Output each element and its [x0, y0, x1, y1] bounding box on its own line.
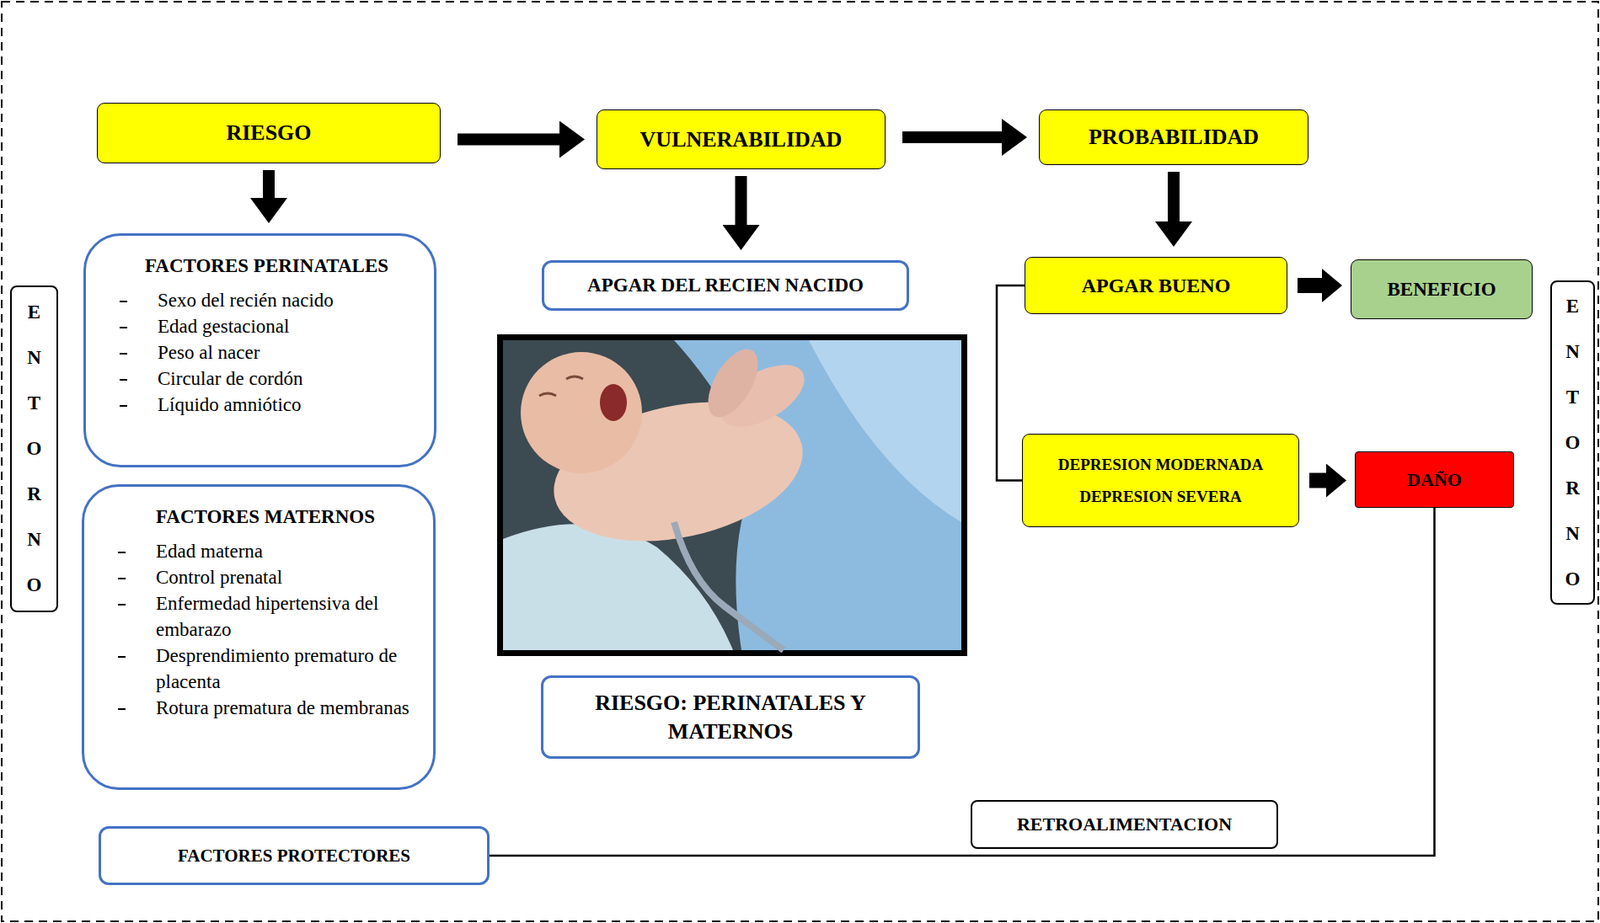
- node-text: ENTORNO: [24, 289, 44, 609]
- node-text: RETROALIMENTACION: [1016, 813, 1232, 836]
- node-text: DEPRESION SEVERA: [1079, 487, 1242, 507]
- block-arrow: [735, 176, 748, 225]
- baby-head: [520, 352, 643, 474]
- node-text: DEPRESION MODERNADA: [1058, 455, 1263, 475]
- caption-box: APGAR DEL RECIEN NACIDO: [541, 260, 910, 311]
- photo-background: [503, 340, 962, 651]
- list-item: Rotura prematura de membranas: [109, 695, 422, 722]
- node-text: ENTORNO: [1562, 283, 1583, 603]
- feedback-box: RETROALIMENTACION: [970, 800, 1279, 850]
- list-item: Circular de cordón: [111, 365, 423, 392]
- list-item: Líquido amniótico: [111, 391, 423, 418]
- block-arrow: [1309, 473, 1327, 489]
- block-arrow: [1297, 278, 1322, 294]
- connector-line: [489, 508, 1435, 857]
- caption-box: RIESGO: PERINATALES Y MATERNOS: [540, 675, 921, 760]
- list-item: Desprendimiento prematuro de placenta: [109, 642, 422, 696]
- list-item: Peso al nacer: [111, 339, 423, 366]
- factor-list-box: FACTORES PERINATALES Sexo del recién naci…: [83, 233, 437, 468]
- node-text: DAÑO: [1407, 469, 1462, 492]
- outcome-box: DEPRESION MODERNADA DEPRESION SEVERA: [1022, 433, 1300, 528]
- environment-box: ENTORNO: [10, 285, 59, 613]
- node-text: FACTORES PROTECTORES: [177, 845, 411, 868]
- stage-box: RIESGO: [96, 102, 441, 164]
- block-arrow: [1167, 171, 1180, 222]
- outcome-box: APGAR BUENO: [1024, 256, 1288, 315]
- factor-list-box: FACTORES MATERNOS Edad maternaControl pre…: [81, 484, 436, 791]
- node-text: APGAR BUENO: [1081, 274, 1231, 298]
- newborn-photo: [497, 334, 968, 657]
- list-item: Edad gestacional: [111, 313, 423, 340]
- photo-frame: [497, 334, 968, 657]
- node-text: BENEFICIO: [1386, 278, 1496, 301]
- list-item: Sexo del recién nacido: [111, 287, 423, 314]
- gloved-hand: [503, 524, 734, 651]
- block-arrow: [902, 131, 1002, 144]
- list-item: Control prenatal: [109, 564, 422, 591]
- node-text: RIESGO: [225, 120, 311, 146]
- node-text: RIESGO: PERINATALES Y MATERNOS: [555, 689, 906, 746]
- connector-line: [996, 285, 1025, 482]
- node-text: VULNERABILIDAD: [640, 127, 843, 153]
- list-heading: FACTORES PERINATALES: [111, 252, 423, 279]
- benefit-box: BENEFICIO: [1350, 259, 1533, 320]
- drape-fold: [808, 340, 962, 523]
- node-text: PROBABILIDAD: [1088, 124, 1259, 150]
- protective-box: FACTORES PROTECTORES: [98, 826, 490, 886]
- baby-eyes: [539, 376, 584, 396]
- node-text: APGAR DEL RECIEN NACIDO: [587, 272, 864, 298]
- list-item: Edad materna: [109, 538, 422, 565]
- stage-box: VULNERABILIDAD: [596, 109, 886, 170]
- umbilical-cord: [674, 522, 784, 651]
- list-item: Enfermedad hipertensiva del embarazo: [109, 590, 422, 643]
- harm-box: DAÑO: [1354, 451, 1515, 509]
- environment-box: ENTORNO: [1550, 280, 1595, 605]
- list-heading: FACTORES MATERNOS: [109, 503, 422, 530]
- baby-leg: [697, 341, 768, 426]
- baby-mouth: [599, 384, 627, 422]
- block-arrow: [457, 133, 560, 146]
- stage-box: PROBABILIDAD: [1038, 109, 1309, 166]
- block-arrow: [262, 170, 275, 198]
